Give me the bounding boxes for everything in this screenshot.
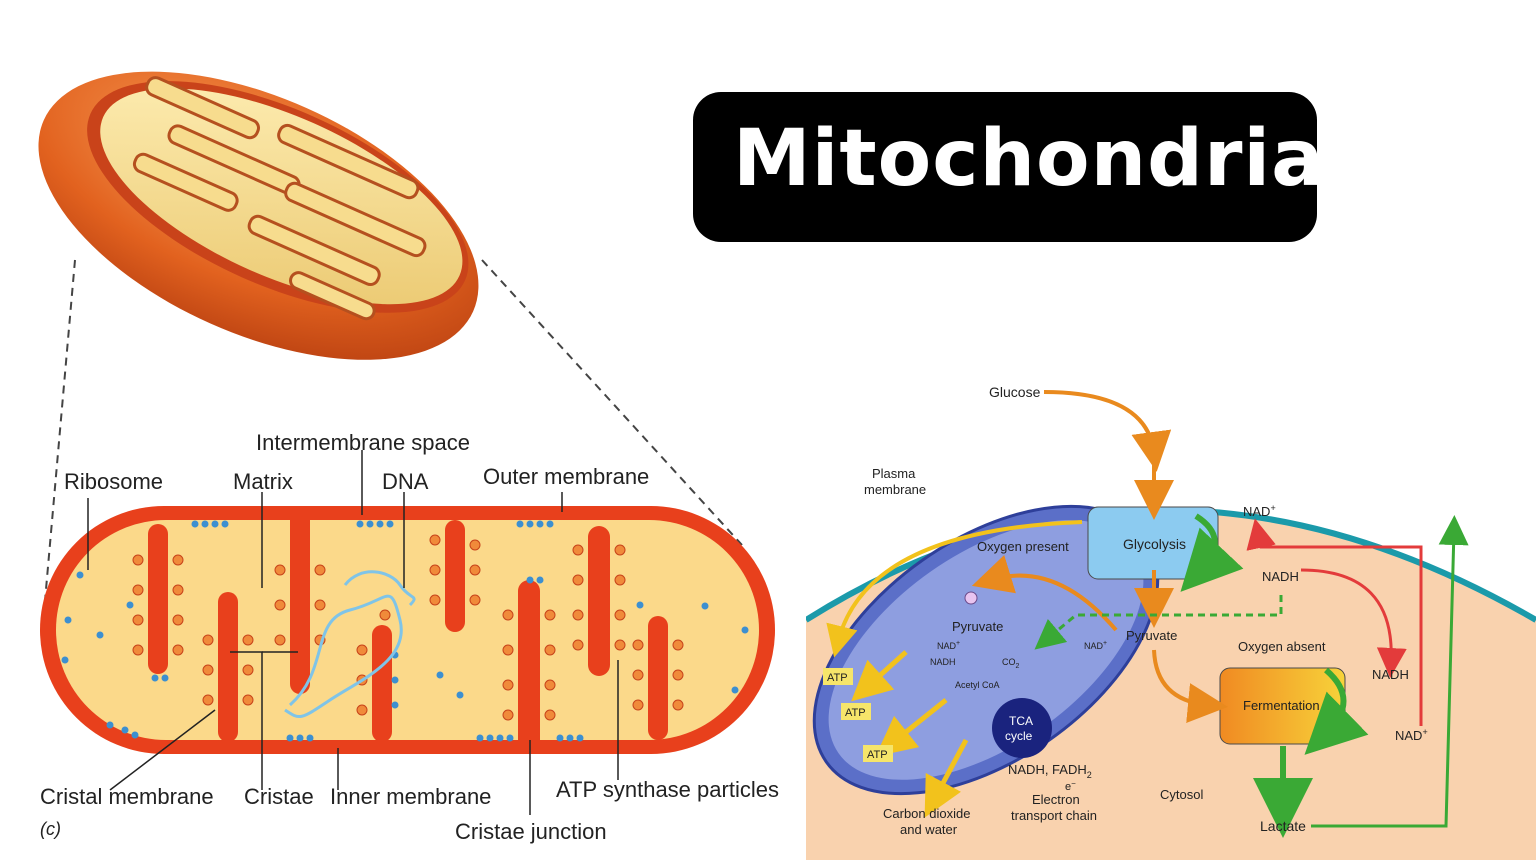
- label-carbon-2: and water: [900, 822, 958, 837]
- label-cristae: Cristae: [244, 784, 314, 809]
- label-cristae-junction: Cristae junction: [455, 819, 607, 844]
- atp-badge-1: [823, 668, 853, 685]
- label-atp-synthase: ATP synthase particles: [556, 777, 779, 802]
- label-oxygen-present: Oxygen present: [977, 539, 1069, 554]
- label-co2: CO2: [1002, 657, 1020, 670]
- label-etc-1: Electron: [1032, 792, 1080, 807]
- dna-strand: [284, 594, 403, 719]
- label-ribosome: Ribosome: [64, 469, 163, 494]
- label-glucose: Glucose: [989, 384, 1041, 400]
- cristae-group: [148, 506, 668, 754]
- label-atp-3: ATP: [867, 749, 888, 761]
- label-glycolysis: Glycolysis: [1123, 536, 1186, 552]
- label-lactate: Lactate: [1260, 818, 1306, 834]
- label-acetyl-coa: Acetyl CoA: [955, 680, 1000, 690]
- label-dna: DNA: [382, 469, 429, 494]
- title-banner: Mitochondria: [693, 92, 1324, 242]
- label-leader-lines: [87, 450, 619, 815]
- atp-badge-3: [863, 745, 893, 762]
- label-inner-membrane: Inner membrane: [330, 784, 491, 809]
- label-outer-membrane: Outer membrane: [483, 464, 649, 489]
- label-cycle: cycle: [1005, 729, 1033, 743]
- label-membrane: membrane: [864, 482, 926, 497]
- label-pyruvate-inner: Pyruvate: [952, 619, 1003, 634]
- zoom-guide-lines: [43, 259, 743, 613]
- label-pyruvate-outer: Pyruvate: [1126, 628, 1177, 643]
- ribosome-dots: [61, 520, 749, 742]
- figure-tag: (c): [40, 819, 61, 839]
- label-carbon-1: Carbon dioxide: [883, 806, 970, 821]
- label-tca: TCA: [1009, 714, 1033, 728]
- label-etc-2: transport chain: [1011, 808, 1097, 823]
- transporter-icon: [964, 591, 978, 605]
- label-nad-small-2: NAD+: [1084, 640, 1107, 651]
- label-cytosol: Cytosol: [1160, 787, 1203, 802]
- atp-badge-2: [841, 703, 871, 720]
- label-fermentation: Fermentation: [1243, 698, 1320, 713]
- label-nad-top: NAD+: [1243, 503, 1276, 519]
- mitochondrion-cross-section: Intermembrane space Ribosome Matrix DNA …: [40, 430, 779, 844]
- label-nad-right: NAD+: [1395, 727, 1428, 743]
- mitochondrion-3d-illustration: [38, 71, 479, 360]
- cellular-respiration-diagram: Glucose Plasma membrane Glycolysis NAD+ …: [806, 384, 1536, 860]
- tca-cycle-node: [992, 698, 1052, 758]
- label-atp-2: ATP: [845, 707, 866, 719]
- label-oxygen-absent: Oxygen absent: [1238, 639, 1326, 654]
- label-nadh-fadh: NADH, FADH2: [1008, 762, 1092, 780]
- page-title: Mitochondria: [733, 114, 1325, 204]
- label-cristal-membrane: Cristal membrane: [40, 784, 214, 809]
- label-nadh-top: NADH: [1262, 569, 1299, 584]
- label-nadh-small: NADH: [930, 657, 956, 667]
- label-atp-1: ATP: [827, 672, 848, 684]
- label-intermembrane-space: Intermembrane space: [256, 430, 470, 455]
- label-plasma: Plasma: [872, 466, 916, 481]
- label-nad-small: NAD+: [937, 640, 960, 651]
- atp-synthase-particles: [132, 534, 684, 721]
- label-matrix: Matrix: [233, 469, 293, 494]
- label-electron: e−: [1065, 779, 1076, 793]
- label-nadh-right: NADH: [1372, 667, 1409, 682]
